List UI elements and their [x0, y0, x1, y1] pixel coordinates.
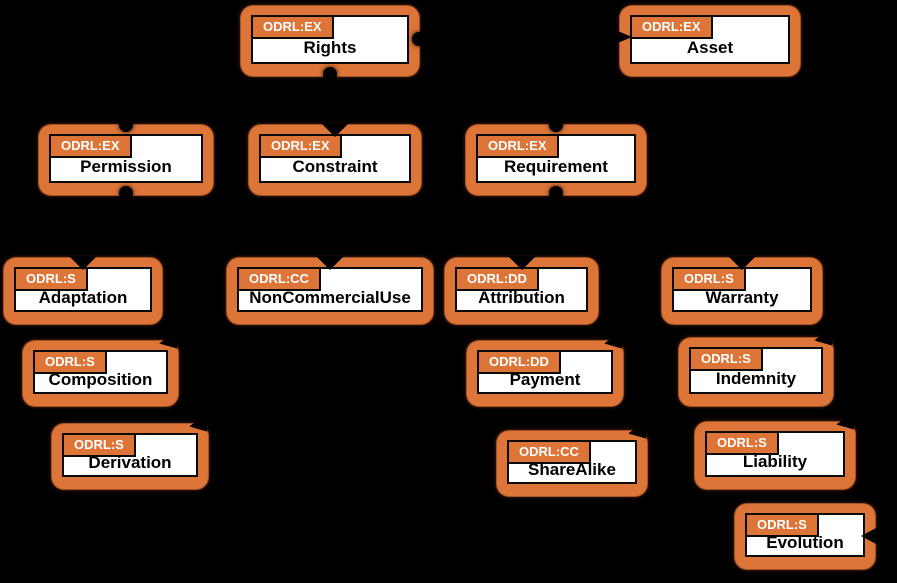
node-tag-badge: ODRL:EX	[251, 15, 334, 39]
node-tag-badge: ODRL:DD	[477, 350, 561, 374]
node-sharealike: ODRL:CC ShareAlike	[497, 419, 662, 496]
node-body: ODRL:CC ShareAlike	[507, 440, 637, 484]
node-requirement: ODRL:EX Requirement	[466, 118, 646, 200]
node-label: Indemnity	[715, 368, 797, 388]
node-payment: ODRL:DD Payment	[467, 329, 638, 406]
node-tag-badge: ODRL:S	[672, 267, 746, 291]
node-composition: ODRL:S Composition	[23, 329, 193, 406]
node-derivation: ODRL:S Derivation	[52, 412, 223, 489]
node-label: Constraint	[292, 156, 378, 176]
node-label: Liability	[742, 452, 808, 471]
node-tag-badge: ODRL:CC	[507, 440, 591, 464]
arrowhead-down-icon	[507, 256, 536, 270]
node-adaptation: ODRL:S Adaptation	[4, 256, 162, 324]
arrowhead-down-icon	[321, 123, 349, 137]
node-label: Derivation	[88, 453, 172, 472]
node-tag-badge: ODRL:EX	[259, 134, 342, 158]
connector-dot-icon	[412, 32, 426, 46]
node-body: ODRL:S Warranty	[672, 267, 812, 312]
node-tag-badge: ODRL:S	[33, 350, 107, 374]
node-tag-badge: ODRL:S	[14, 267, 88, 291]
node-attribution: ODRL:DD Attribution	[445, 256, 598, 324]
arrowhead-down-icon	[728, 256, 756, 270]
node-tag-badge: ODRL:DD	[455, 267, 539, 291]
node-label: Payment	[509, 370, 581, 389]
node-permission: ODRL:EX Permission	[39, 118, 213, 200]
node-body: ODRL:EX Rights	[251, 15, 409, 64]
node-label: Evolution	[766, 533, 844, 552]
arrowhead-down-icon	[69, 256, 97, 270]
node-indemnity: ODRL:S Indemnity	[679, 326, 848, 406]
connector-dot-icon	[323, 67, 337, 81]
node-tag-badge: ODRL:S	[705, 431, 779, 455]
node-label: Adaptation	[38, 287, 128, 307]
node-tag-badge: ODRL:EX	[476, 134, 559, 158]
node-tag-badge: ODRL:S	[745, 513, 819, 537]
node-evolution: ODRL:S Evolution	[735, 504, 878, 569]
node-label: ShareAlike	[528, 460, 616, 479]
node-noncommercialuse: ODRL:CC NonCommercialUse	[227, 256, 433, 324]
arrowhead-down-icon	[316, 256, 344, 270]
node-tag-badge: ODRL:EX	[49, 134, 132, 158]
node-liability: ODRL:S Liability	[695, 410, 870, 489]
node-body: ODRL:EX Asset	[630, 15, 790, 64]
node-label: Asset	[686, 37, 734, 57]
connector-dot-icon	[119, 186, 133, 200]
node-label: Attribution	[478, 287, 565, 307]
node-body: ODRL:S Liability	[705, 431, 845, 477]
connector-dot-icon	[549, 186, 563, 200]
node-label: Rights	[303, 37, 357, 57]
node-label: Warranty	[705, 287, 779, 307]
arrowhead-left-icon	[861, 527, 878, 545]
node-body: ODRL:CC NonCommercialUse	[237, 267, 423, 312]
node-label: Composition	[48, 370, 153, 389]
node-body: ODRL:S Derivation	[62, 433, 198, 477]
arrowhead-right-icon	[608, 27, 632, 47]
connector-dot-icon	[549, 118, 563, 132]
node-body: ODRL:DD Payment	[477, 350, 613, 394]
node-body: ODRL:DD Attribution	[455, 267, 588, 312]
node-asset: ODRL:EX Asset	[608, 6, 800, 76]
node-body: ODRL:EX Permission	[49, 134, 203, 183]
node-warranty: ODRL:S Warranty	[662, 256, 822, 324]
connector-dot-icon	[119, 118, 133, 132]
node-label: NonCommercialUse	[249, 287, 411, 307]
node-tag-badge: ODRL:S	[62, 433, 136, 457]
node-tag-badge: ODRL:S	[689, 347, 763, 371]
node-constraint: ODRL:EX Constraint	[249, 123, 421, 195]
node-label: Requirement	[504, 156, 608, 176]
node-body: ODRL:S Composition	[33, 350, 168, 394]
node-tag-badge: ODRL:CC	[237, 267, 321, 291]
node-body: ODRL:S Adaptation	[14, 267, 152, 312]
node-label: Permission	[80, 156, 172, 176]
node-body: ODRL:S Evolution	[745, 513, 865, 557]
node-body: ODRL:S Indemnity	[689, 347, 823, 394]
node-body: ODRL:EX Requirement	[476, 134, 636, 183]
node-body: ODRL:EX Constraint	[259, 134, 411, 183]
node-rights: ODRL:EX Rights	[241, 6, 426, 81]
